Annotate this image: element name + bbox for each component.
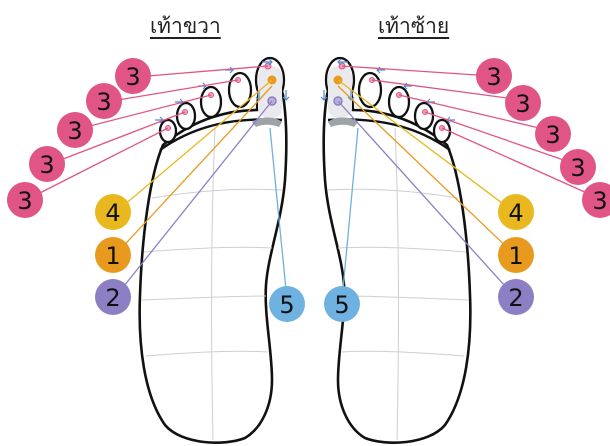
left-foot-leader-lines — [337, 65, 599, 301]
svg-text:5: 5 — [279, 291, 294, 319]
svg-text:3: 3 — [39, 151, 54, 179]
svg-text:5: 5 — [334, 291, 349, 319]
marker-3-toe-5: 3 — [7, 182, 43, 218]
right-foot-markers: 3 3 3 3 3 4 1 2 5 — [7, 58, 305, 322]
svg-text:3: 3 — [96, 88, 111, 116]
right-foot — [138, 56, 291, 444]
svg-text:2: 2 — [508, 284, 523, 312]
marker-5: 5 — [324, 286, 360, 322]
marker-3-toe-2: 3 — [86, 83, 122, 119]
svg-text:3: 3 — [592, 187, 607, 215]
svg-text:4: 4 — [105, 199, 120, 227]
left-foot-markers: 3 3 3 3 3 4 1 2 5 — [324, 58, 610, 322]
right-foot-title: เท้าขวา — [150, 14, 221, 38]
svg-text:2: 2 — [105, 284, 120, 312]
left-foot-title: เท้าซ้าย — [378, 14, 450, 38]
svg-text:1: 1 — [508, 242, 523, 270]
svg-text:3: 3 — [67, 117, 82, 145]
marker-3-toe-4: 3 — [29, 146, 65, 182]
marker-1: 1 — [95, 237, 131, 273]
svg-text:3: 3 — [570, 154, 585, 182]
marker-2: 2 — [498, 279, 534, 315]
marker-5: 5 — [269, 286, 305, 322]
svg-text:4: 4 — [508, 199, 523, 227]
svg-text:3: 3 — [486, 63, 501, 91]
svg-text:3: 3 — [545, 121, 560, 149]
marker-3-toe-3: 3 — [57, 112, 93, 148]
marker-3-toe-3: 3 — [535, 116, 571, 152]
svg-text:3: 3 — [17, 187, 32, 215]
marker-1: 1 — [498, 237, 534, 273]
marker-4: 4 — [498, 194, 534, 230]
svg-text:1: 1 — [105, 242, 120, 270]
svg-text:3: 3 — [515, 90, 530, 118]
marker-4: 4 — [95, 194, 131, 230]
marker-3-toe-4: 3 — [560, 149, 596, 185]
right-foot-leader-lines — [29, 65, 288, 301]
marker-2: 2 — [95, 279, 131, 315]
left-foot — [319, 56, 472, 444]
marker-3-toe-2: 3 — [505, 85, 541, 121]
marker-3-toe-1: 3 — [476, 58, 512, 94]
marker-3-toe-5: 3 — [582, 182, 610, 218]
svg-text:3: 3 — [125, 63, 140, 91]
marker-3-toe-1: 3 — [115, 58, 151, 94]
